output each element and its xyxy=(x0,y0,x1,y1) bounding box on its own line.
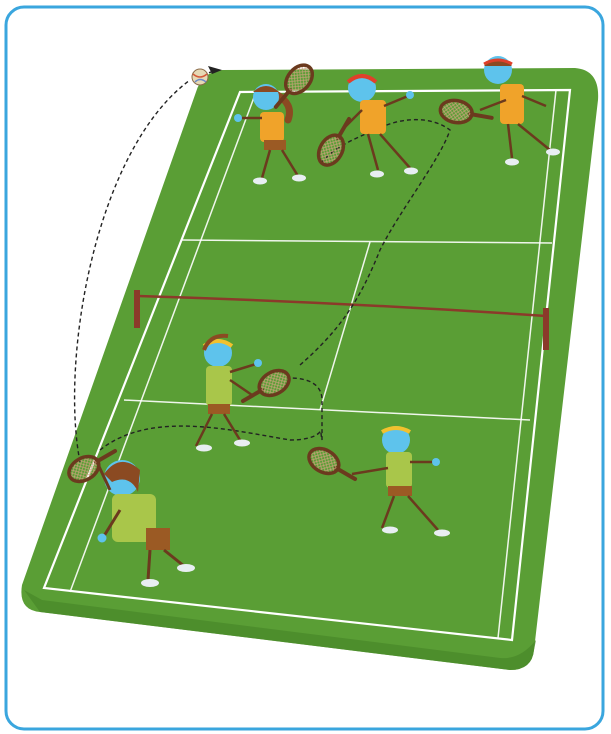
tennis-ball-icon xyxy=(192,69,208,85)
net-post-right xyxy=(543,308,549,350)
